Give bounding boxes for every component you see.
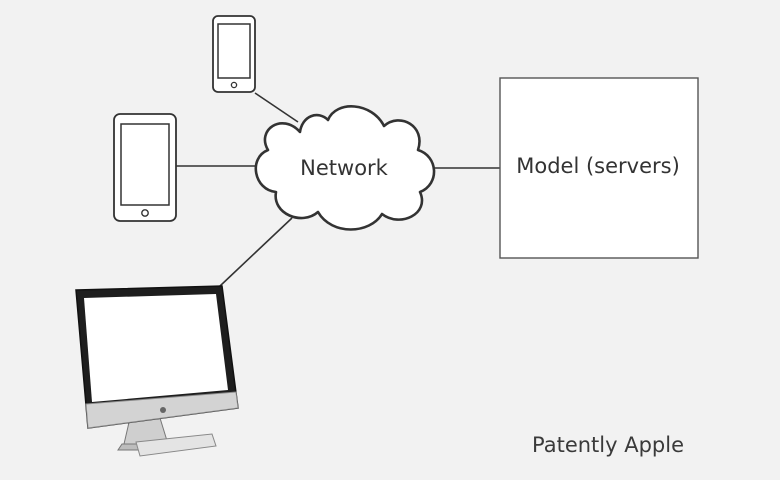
connector-phone-network [254,92,299,123]
connector-desktop-network [219,217,293,287]
smartphone-icon [212,15,256,93]
server-label: Model (servers) [516,154,680,178]
cloud-icon [254,105,436,231]
desktop-computer-icon [75,285,239,457]
network-cloud: Network [254,105,436,231]
watermark-text: Patently Apple [532,433,685,457]
network-label: Network [300,156,389,180]
server-box [499,77,699,259]
connections [176,92,500,287]
tablet-icon [113,113,177,222]
server-node: Model (servers) [499,77,699,259]
